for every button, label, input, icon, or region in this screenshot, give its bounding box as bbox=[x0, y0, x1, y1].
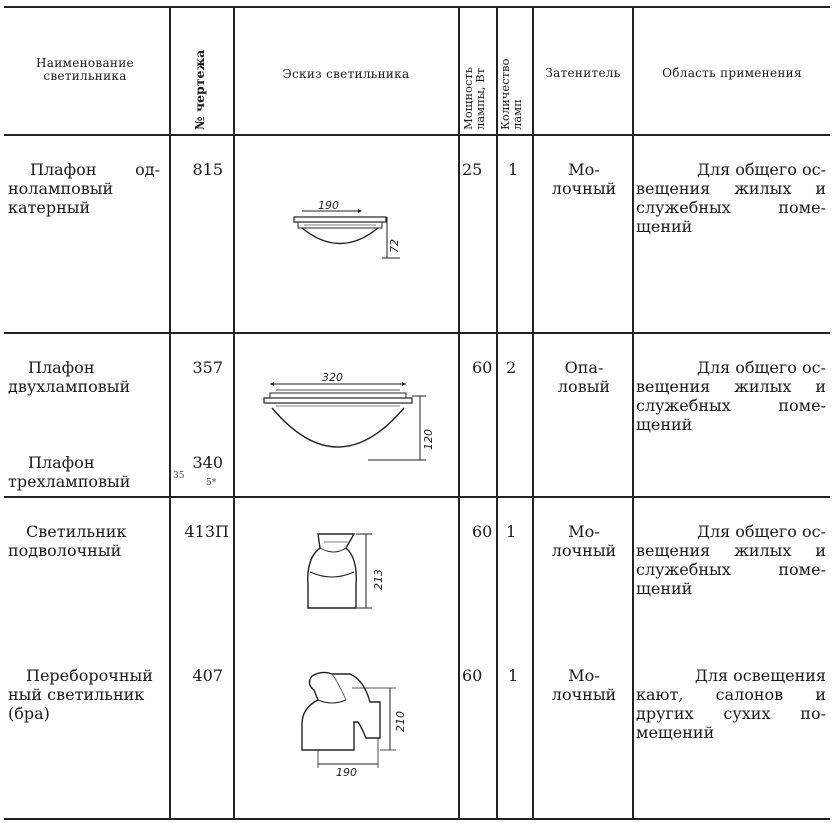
row5-count: 1 bbox=[508, 666, 519, 685]
header-rule bbox=[4, 134, 830, 136]
row4-name-2: подволочный bbox=[8, 541, 122, 560]
header-application: Область применения bbox=[662, 66, 802, 80]
margin-mark-right: 5* bbox=[206, 478, 217, 488]
row5-drawing-no: 407 bbox=[192, 666, 223, 685]
row5-shade: Мо-лочный bbox=[551, 666, 617, 704]
svg-text:120: 120 bbox=[422, 429, 435, 450]
row1-count: 1 bbox=[508, 160, 519, 179]
bottom-rule bbox=[4, 818, 830, 820]
col-divider-4 bbox=[496, 6, 498, 819]
row5-name-2: ный светильник (бра) bbox=[8, 685, 145, 723]
svg-text:190: 190 bbox=[336, 766, 357, 779]
row4-application: Для общего ос- вещения жилых и служебных… bbox=[636, 522, 826, 598]
row1-drawing-no: 815 bbox=[192, 160, 223, 179]
row-rule-2 bbox=[4, 496, 830, 498]
row4-power: 60 bbox=[472, 522, 493, 541]
row-rule-1 bbox=[4, 332, 830, 334]
svg-text:213: 213 bbox=[372, 569, 385, 590]
col-divider-3 bbox=[458, 6, 460, 819]
svg-text:72: 72 bbox=[388, 239, 401, 253]
row1-name-line1: Плафон од- bbox=[30, 160, 160, 179]
row1-power: 25 bbox=[462, 160, 483, 179]
row3-drawing-no: 340 bbox=[192, 453, 223, 472]
row5-name: Переборочный bbox=[26, 666, 153, 685]
sketch-bulkhead-lamp: 210 190 bbox=[301, 671, 407, 779]
row1-shade: Мо-лочный bbox=[551, 160, 617, 198]
sketch-overhead-lamp: 213 bbox=[307, 533, 385, 609]
col-divider-6 bbox=[632, 6, 634, 819]
col-divider-1 bbox=[169, 6, 171, 819]
row4-drawing-no: 413П bbox=[184, 522, 230, 541]
svg-text:190: 190 bbox=[318, 199, 339, 212]
top-rule bbox=[4, 6, 830, 8]
row2-drawing-no: 357 bbox=[192, 358, 223, 377]
margin-mark-left: 35 bbox=[173, 471, 185, 481]
row3-name: Плафон bbox=[28, 453, 95, 472]
svg-text:320: 320 bbox=[322, 371, 343, 384]
svg-text:210: 210 bbox=[394, 711, 407, 732]
row3-name-2: трехламповый bbox=[8, 472, 131, 491]
row4-name: Светильник bbox=[26, 522, 127, 541]
sketch-ceiling-lamp-double: 320 120 bbox=[263, 371, 435, 461]
row1-name: Плафон од- нолампо­вый катерный bbox=[8, 160, 160, 217]
row5-power: 60 bbox=[462, 666, 483, 685]
row5-application: Для освещения кают, салонов и других сух… bbox=[636, 666, 826, 742]
row2-application: Для общего ос- вещения жилых и служебных… bbox=[636, 358, 826, 434]
sketch-ceiling-lamp-single: 190 72 bbox=[293, 199, 401, 259]
header-sketch: Эскиз светильника bbox=[282, 67, 410, 81]
col-divider-5 bbox=[532, 6, 534, 819]
row4-count: 1 bbox=[506, 522, 517, 541]
row2-shade: Опа-ловый bbox=[557, 358, 611, 396]
row4-shade: Мо-лочный bbox=[551, 522, 617, 560]
row1-application: Для общего ос- вещения жилых и служебных… bbox=[636, 160, 826, 236]
row2-count: 2 bbox=[506, 358, 517, 377]
header-shade: Затенитель bbox=[545, 66, 621, 80]
row2-name: Плафон bbox=[28, 358, 95, 377]
col-divider-2 bbox=[233, 6, 235, 819]
row2-power: 60 bbox=[472, 358, 493, 377]
row2-name-2: двухламповый bbox=[8, 377, 131, 396]
header-drawing-no: № чертежа bbox=[192, 49, 207, 130]
